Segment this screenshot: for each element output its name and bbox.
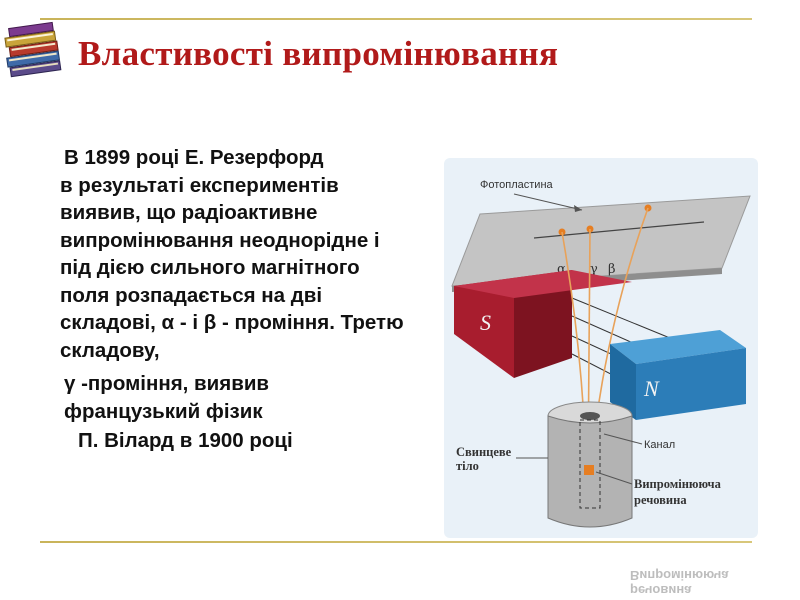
magnet-s-face xyxy=(454,286,514,378)
lead-body-label-1: Свинцеве xyxy=(456,445,512,459)
figure-reflection: речовина Випромінююча xyxy=(630,568,780,600)
lead-body-label-2: тіло xyxy=(456,459,479,473)
magnet-n-side xyxy=(610,344,636,420)
deflection-diagram: Фотопластина α γ β S xyxy=(451,179,751,528)
discovery-lead: В 1899 році Е. Резерфорд xyxy=(64,146,324,169)
emitter-pointer xyxy=(595,471,633,485)
reflection-line-2: речовина xyxy=(630,583,692,598)
magnet-s-side xyxy=(514,270,572,378)
magnet-s-letter: S xyxy=(480,310,491,335)
channel-label: Канал xyxy=(644,439,675,451)
magnet-n-letter: N xyxy=(643,376,660,401)
paragraph-discovery: В 1899 році Е. Резерфорд в результаті ек… xyxy=(60,144,405,364)
magnet-n-top xyxy=(610,330,746,364)
channel-opening xyxy=(580,412,600,420)
gamma-text: γ -проміння, виявив французький фізик xyxy=(64,372,270,423)
books-icon xyxy=(4,21,62,78)
paragraph-gamma: γ -проміння, виявив французький фізик xyxy=(60,370,405,425)
magnetic-deflection-figure: Фотопластина α γ β S xyxy=(444,158,758,538)
slide-title: Властивості випромінювання xyxy=(78,34,559,73)
reflection-line-1: Випромінююча xyxy=(630,568,729,583)
villard-text: П. Вілард в 1900 році xyxy=(78,429,293,452)
channel-pointer xyxy=(603,433,643,445)
gamma-label: γ xyxy=(590,262,598,277)
alpha-label: α xyxy=(557,262,566,277)
photoplate-pointer-arrow xyxy=(574,205,582,212)
photoplate-pointer xyxy=(513,193,583,211)
radioactive-sample xyxy=(584,465,594,475)
body-text: В 1899 році Е. Резерфорд в результаті ек… xyxy=(60,144,405,455)
beta-label: β xyxy=(608,262,616,277)
bottom-divider xyxy=(40,541,752,543)
channel-outline xyxy=(579,419,601,509)
photoplate-label: Фотопластина xyxy=(480,179,554,191)
discovery-text: в результаті експериментів виявив, що ра… xyxy=(60,173,404,362)
emitter-label-1: Випромінююча xyxy=(634,477,722,491)
top-divider xyxy=(40,18,752,20)
emitter-label-2: речовина xyxy=(634,493,687,507)
paragraph-villard: П. Вілард в 1900 році xyxy=(60,427,405,455)
magnet-s-top-face xyxy=(454,270,632,298)
magnet-n-face xyxy=(636,348,746,420)
